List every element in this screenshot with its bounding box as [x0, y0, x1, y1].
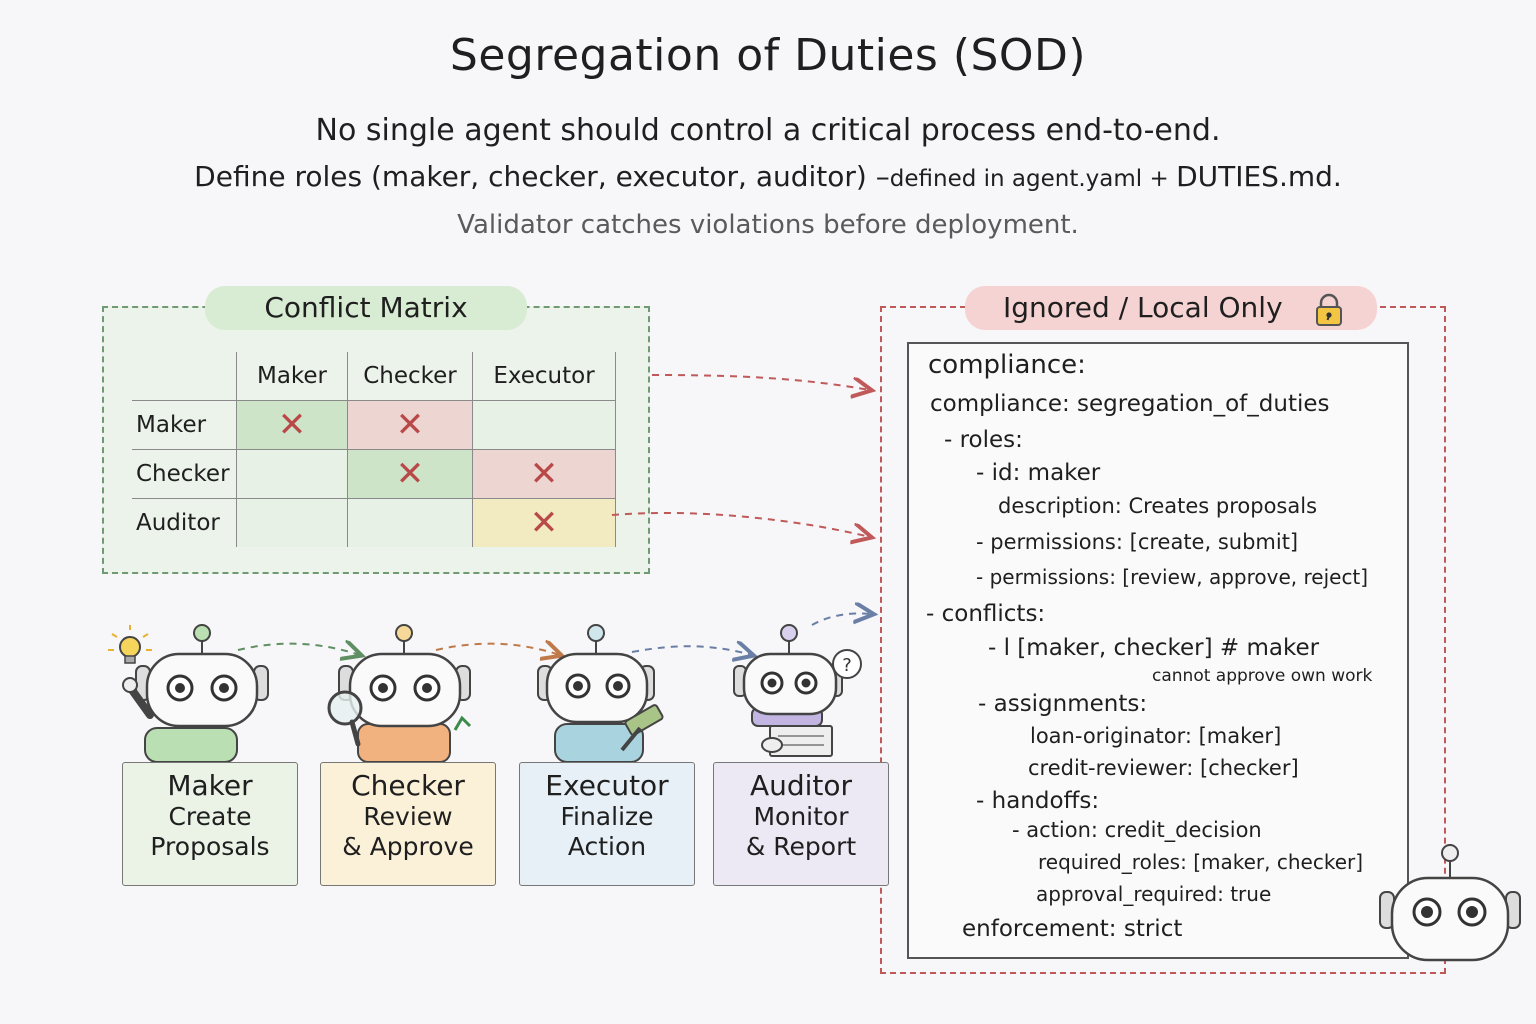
arrow-executor-to-auditor: [631, 646, 752, 655]
matrix-row-checker: Checker ✕ ✕: [132, 449, 616, 499]
matrix-cell: ✕: [347, 400, 473, 450]
matrix-header-row: Maker Checker Executor: [132, 352, 616, 401]
matrix-cell: [347, 498, 473, 547]
yaml-line: - action: credit_decision: [1012, 818, 1262, 842]
page-title: Segregation of Duties (SOD): [449, 30, 1087, 81]
matrix-col-maker: Maker: [236, 352, 348, 401]
yaml-line: - conflicts:: [926, 601, 1046, 627]
role-card-line: Create: [168, 802, 252, 831]
executor-robot-icon: [537, 624, 655, 763]
yaml-line: - roles:: [944, 427, 1023, 453]
yaml-line: description: Creates proposals: [998, 494, 1318, 518]
yaml-line: - handoffs:: [976, 788, 1100, 814]
yaml-line: compliance: segregation_of_duties: [930, 391, 1330, 417]
yaml-line: - permissions: [create, submit]: [976, 530, 1299, 554]
arrow-matrix-to-config-bottom: [611, 511, 870, 537]
arrow-auditor-to-config: [811, 613, 872, 626]
role-card-auditor: Auditor Monitor & Report: [713, 762, 889, 886]
matrix-cell: [236, 449, 348, 499]
subtitle-principle: No single agent should control a critica…: [315, 113, 1221, 148]
magnifier-icon: [327, 690, 472, 747]
role-card-line: & Approve: [342, 832, 474, 861]
role-card-title: Executor: [545, 769, 669, 802]
role-card-executor: Executor Finalize Action: [519, 762, 695, 886]
matrix-row-maker: Maker ✕ ✕: [132, 400, 616, 450]
matrix-row-label: Maker: [132, 400, 237, 450]
config-panel-title-text: Ignored / Local Only: [1003, 291, 1283, 324]
auditor-robot-icon: [733, 624, 843, 757]
role-card-line: Action: [567, 832, 647, 861]
arrow-matrix-to-config-top: [651, 374, 870, 390]
arrow-maker-to-checker: [237, 644, 360, 655]
yaml-line: enforcement: strict: [962, 916, 1183, 942]
matrix-cell: ✕: [472, 498, 616, 547]
question-icon: ?: [832, 649, 862, 679]
role-card-line: Monitor: [753, 802, 849, 831]
config-panel-title: Ignored / Local Only: [965, 286, 1377, 330]
corner-robot-icon: [1379, 844, 1521, 962]
matrix-cell: [236, 498, 348, 547]
subtitle-roles-small: defined in agent.yaml +: [889, 166, 1177, 192]
gavel-icon: [620, 704, 664, 752]
matrix-cell: [472, 400, 616, 450]
yaml-line: - assignments:: [978, 691, 1148, 717]
subtitle-roles: Define roles (maker, checker, executor, …: [0, 160, 1536, 193]
yaml-line: required_roles: [maker, checker]: [1038, 850, 1364, 874]
role-card-maker: Maker Create Proposals: [122, 762, 298, 886]
matrix-row-auditor: Auditor ✕: [132, 498, 616, 547]
matrix-cell: ✕: [236, 400, 348, 450]
yaml-line: approval_required: true: [1036, 882, 1272, 906]
yaml-line: loan-originator: [maker]: [1030, 724, 1282, 748]
svg-text:?: ?: [842, 655, 852, 676]
subtitle-roles-end: DUTIES.md.: [1176, 160, 1342, 193]
yaml-line: cannot approve own work: [1152, 666, 1373, 686]
role-card-line: Proposals: [150, 832, 270, 861]
maker-robot-icon: [122, 624, 269, 763]
role-card-line: & Report: [745, 832, 857, 861]
role-card-checker: Checker Review & Approve: [320, 762, 496, 886]
conflict-matrix-table: Maker Checker Executor Maker ✕ ✕ Checker…: [132, 352, 616, 547]
role-card-line: Finalize: [560, 802, 654, 831]
matrix-row-label: Checker: [132, 449, 237, 499]
yaml-line: compliance:: [928, 350, 1086, 380]
matrix-col-executor: Executor: [472, 352, 616, 401]
yaml-line: - permissions: [review, approve, reject]: [976, 565, 1369, 589]
role-card-title: Auditor: [749, 769, 853, 802]
role-card-title: Maker: [167, 769, 253, 802]
matrix-cell: ✕: [347, 449, 473, 499]
arrow-checker-to-executor: [435, 644, 560, 655]
subtitle-roles-main: Define roles (maker, checker, executor, …: [194, 160, 890, 193]
matrix-cell: ✕: [472, 449, 616, 499]
subtitle-validator: Validator catches violations before depl…: [457, 210, 1079, 240]
matrix-col-checker: Checker: [347, 352, 473, 401]
config-code-block: [907, 342, 1409, 959]
role-card-line: Review: [363, 802, 453, 831]
role-card-title: Checker: [351, 769, 465, 802]
yaml-line: credit-reviewer: [checker]: [1028, 756, 1299, 780]
yaml-line: - l [maker, checker] # maker: [988, 635, 1320, 661]
conflict-matrix-title: Conflict Matrix: [205, 286, 527, 330]
lock-icon: [1316, 293, 1342, 326]
yaml-line: - id: maker: [976, 460, 1101, 486]
lightbulb-icon: [108, 625, 152, 664]
